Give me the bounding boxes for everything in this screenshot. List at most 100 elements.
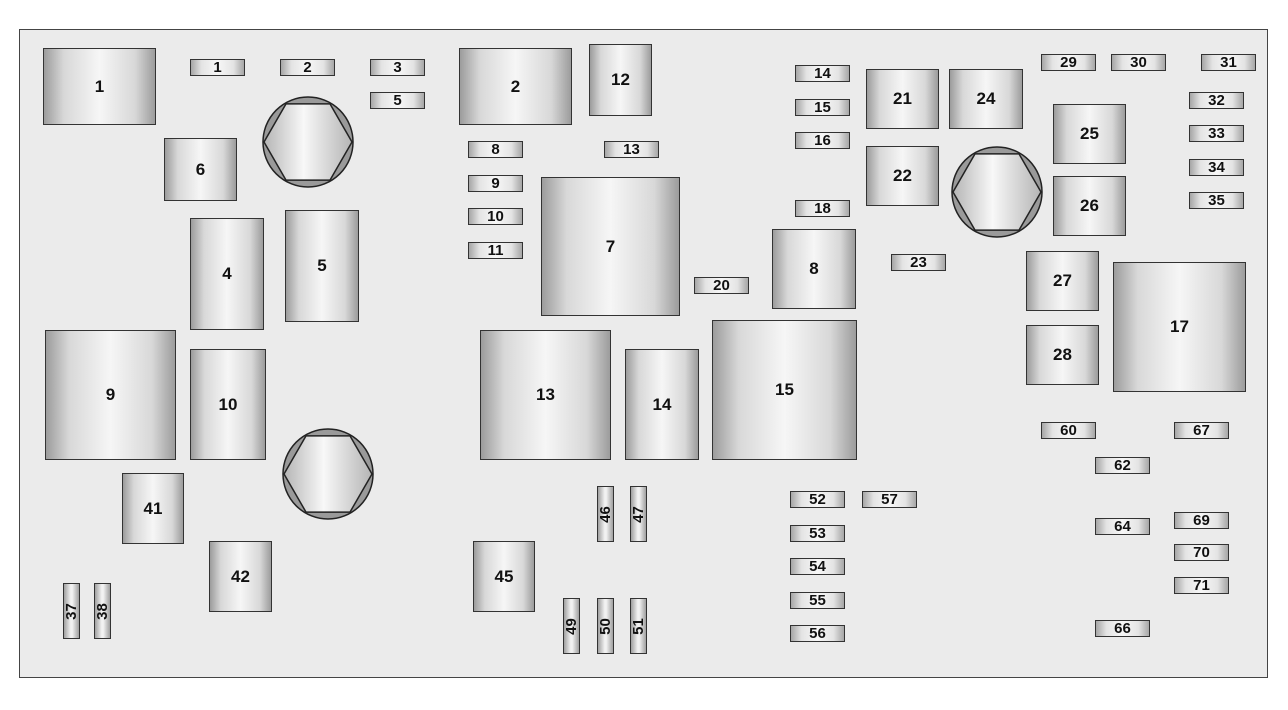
fuse-33-label: 33 xyxy=(1208,125,1225,142)
relay-6-label: 6 xyxy=(195,159,206,179)
relay-5-label: 5 xyxy=(317,256,327,275)
fuse-64-label: 64 xyxy=(1114,518,1131,535)
relay-14-label: 14 xyxy=(652,394,672,414)
fuse-16: 16 xyxy=(795,132,850,149)
fuse-32: 32 xyxy=(1189,92,1244,109)
fuse-29: 29 xyxy=(1041,54,1096,71)
fuse-15: 15 xyxy=(795,99,850,116)
fuse-3-label: 3 xyxy=(393,59,402,76)
fuse-37: 37 xyxy=(63,583,80,639)
relay-28-label: 28 xyxy=(1053,345,1072,364)
relay-10: 10 xyxy=(190,349,266,460)
relay-7-label: 7 xyxy=(605,236,616,256)
fuse-13-label: 13 xyxy=(623,141,640,158)
fuse-8-label: 8 xyxy=(491,141,500,158)
fuse-20-label: 20 xyxy=(713,277,730,294)
fuse-38: 38 xyxy=(94,583,111,639)
relay-4-label: 4 xyxy=(222,264,232,283)
fuse-18: 18 xyxy=(795,200,850,217)
fuse-69-label: 69 xyxy=(1193,512,1210,529)
fuse-31-label: 31 xyxy=(1220,54,1237,71)
relay-21-label: 21 xyxy=(893,89,912,108)
relay-14: 14 xyxy=(625,349,699,460)
relay-25-label: 25 xyxy=(1080,124,1099,143)
fuse-52: 52 xyxy=(790,491,845,508)
fuse-9-label: 9 xyxy=(491,175,500,192)
fuse-51-label: 51 xyxy=(630,617,647,635)
relay-12: 12 xyxy=(589,44,652,116)
relay-2: 2 xyxy=(459,48,572,125)
relay-8: 8 xyxy=(772,229,856,309)
relay-7: 7 xyxy=(541,177,680,316)
relay-6: 6 xyxy=(164,138,237,201)
relay-41: 41 xyxy=(122,473,184,544)
fuse-5-label: 5 xyxy=(393,92,402,109)
relay-12-label: 12 xyxy=(611,70,630,89)
fuse-71-label: 71 xyxy=(1193,577,1210,594)
fuse-55-label: 55 xyxy=(809,592,826,609)
relay-17: 17 xyxy=(1113,262,1246,392)
relay-9-label: 9 xyxy=(105,385,116,404)
fuse-54-label: 54 xyxy=(809,558,826,575)
relay-9: 9 xyxy=(45,330,176,460)
fuse-70-label: 70 xyxy=(1193,544,1210,561)
relay-1-label: 1 xyxy=(94,76,105,96)
relay-22: 22 xyxy=(866,146,939,206)
relay-4: 4 xyxy=(190,218,264,330)
fuse-67-label: 67 xyxy=(1193,422,1210,439)
fuse-30-label: 30 xyxy=(1130,54,1147,71)
relay-26: 26 xyxy=(1053,176,1126,236)
fuse-69: 69 xyxy=(1174,512,1229,529)
relay-24-label: 24 xyxy=(976,89,996,108)
relay-5: 5 xyxy=(285,210,359,322)
relay-13: 13 xyxy=(480,330,611,460)
fuse-5: 5 xyxy=(370,92,425,109)
fuse-20: 20 xyxy=(694,277,749,294)
fuse-35-label: 35 xyxy=(1208,192,1225,209)
fuse-23-label: 23 xyxy=(910,254,927,271)
relay-17-label: 17 xyxy=(1170,317,1189,336)
fuse-47-label: 47 xyxy=(630,505,647,523)
relay-24: 24 xyxy=(949,69,1023,129)
fuse-38-label: 38 xyxy=(94,602,111,620)
fuse-14: 14 xyxy=(795,65,850,82)
fuse-11: 11 xyxy=(468,242,523,259)
fuse-66-label: 66 xyxy=(1114,620,1131,637)
fuse-16-label: 16 xyxy=(814,132,831,149)
hex-bolt-1-icon xyxy=(262,96,354,188)
relay-28: 28 xyxy=(1026,325,1099,385)
fuse-18-label: 18 xyxy=(814,200,831,217)
fuse-32-label: 32 xyxy=(1208,92,1225,109)
fuse-49: 49 xyxy=(563,598,580,654)
relay-27-label: 27 xyxy=(1053,271,1072,290)
relay-26-label: 26 xyxy=(1080,196,1099,215)
relay-25: 25 xyxy=(1053,104,1126,164)
fuse-53-label: 53 xyxy=(809,525,826,542)
fuse-54: 54 xyxy=(790,558,845,575)
fuse-52-label: 52 xyxy=(809,491,826,508)
fuse-34: 34 xyxy=(1189,159,1244,176)
fuse-50-label: 50 xyxy=(597,617,614,635)
fuse-62: 62 xyxy=(1095,457,1150,474)
fuse-34-label: 34 xyxy=(1208,159,1225,176)
fuse-71: 71 xyxy=(1174,577,1229,594)
relay-2-label: 2 xyxy=(510,76,521,96)
relay-1: 1 xyxy=(43,48,156,125)
fuse-1: 1 xyxy=(190,59,245,76)
relay-8-label: 8 xyxy=(809,259,819,278)
fuse-14-label: 14 xyxy=(814,65,831,82)
fuse-33: 33 xyxy=(1189,125,1244,142)
fuse-70: 70 xyxy=(1174,544,1229,561)
relay-15: 15 xyxy=(712,320,857,460)
fuse-57: 57 xyxy=(862,491,917,508)
relay-45-label: 45 xyxy=(494,566,514,586)
fuse-1-label: 1 xyxy=(213,59,222,76)
relay-22-label: 22 xyxy=(893,166,912,185)
fuse-51: 51 xyxy=(630,598,647,654)
fuse-31: 31 xyxy=(1201,54,1256,71)
fuse-8: 8 xyxy=(468,141,523,158)
fuse-57-label: 57 xyxy=(881,491,898,508)
relay-45: 45 xyxy=(473,541,535,612)
fuse-3: 3 xyxy=(370,59,425,76)
